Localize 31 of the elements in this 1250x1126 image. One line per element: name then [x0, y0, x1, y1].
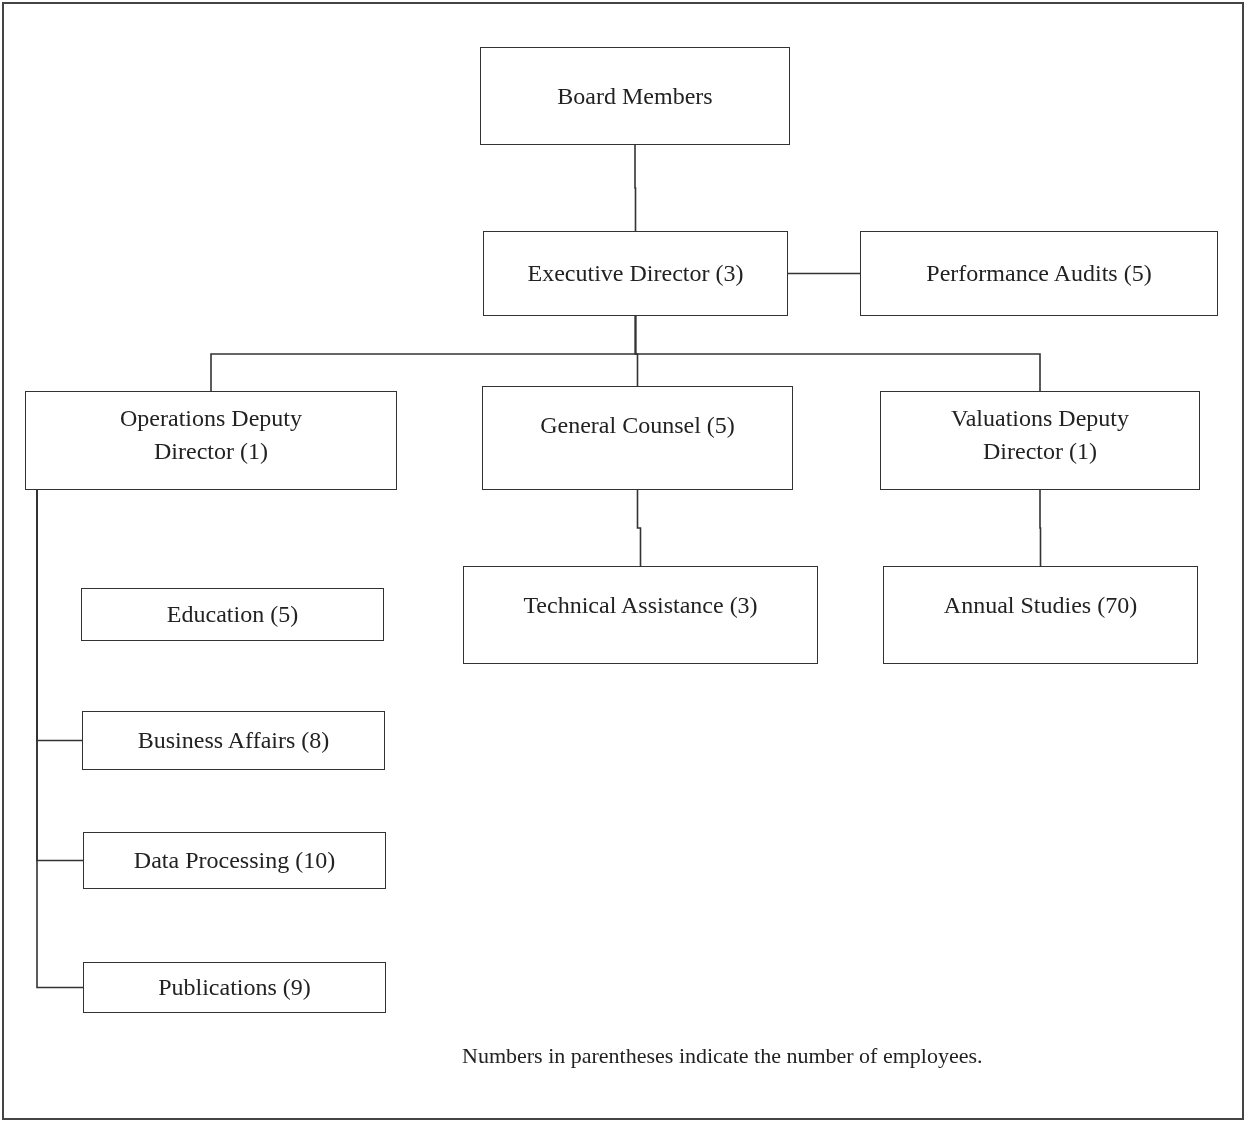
org-box	[81, 588, 384, 641]
org-box	[482, 386, 793, 490]
org-box	[880, 391, 1200, 490]
connector-line	[787, 272, 861, 275]
org-box	[480, 47, 790, 145]
org-box	[883, 566, 1198, 664]
box-label: Annual Studies (70)	[943, 591, 1138, 620]
connector-line	[634, 315, 1041, 392]
footnote: Numbers in parentheses indicate the number of employees.	[462, 1043, 983, 1069]
box-label: Technical Assistance (3)	[523, 591, 758, 620]
box-label: Publications (9)	[158, 973, 311, 1002]
org-box	[25, 391, 397, 490]
connector-line	[636, 489, 642, 567]
box-label: Performance Audits (5)	[926, 259, 1152, 288]
box-label: Executive Director (3)	[527, 259, 744, 288]
org-box	[82, 711, 385, 770]
org-box	[83, 832, 386, 889]
connector-line	[634, 144, 637, 232]
connector-line	[1039, 489, 1042, 567]
org-box	[483, 231, 788, 316]
box-label: Operations Deputy Director (1)	[119, 404, 303, 466]
connector-line	[36, 489, 84, 989]
org-box	[860, 231, 1218, 316]
box-label: General Counsel (5)	[540, 411, 735, 440]
org-box	[83, 962, 386, 1013]
box-label: Education (5)	[166, 600, 299, 629]
box-label: Board Members	[557, 81, 713, 111]
org-box	[463, 566, 818, 664]
box-label: Valuations Deputy Director (1)	[950, 404, 1130, 466]
box-label: Business Affairs (8)	[137, 726, 330, 755]
box-label: Data Processing (10)	[133, 846, 336, 875]
